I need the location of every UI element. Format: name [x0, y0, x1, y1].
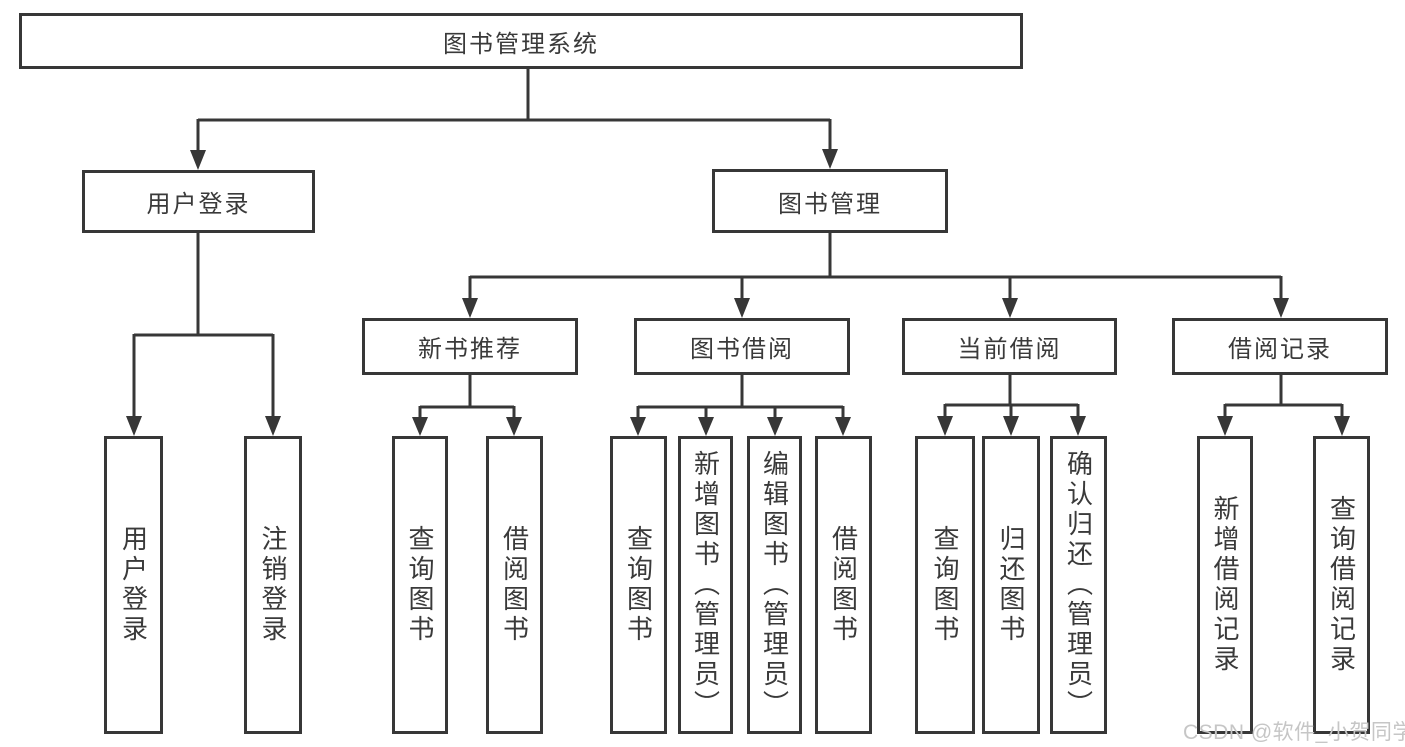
leaf-query-books-current: 查询图书 — [915, 436, 975, 734]
leaf-logout: 注销登录 — [244, 436, 302, 734]
node-new-book-recommend: 新书推荐 — [362, 318, 578, 375]
leaf-edit-books-admin: 编辑图书（管理员） — [747, 436, 802, 734]
csdn-watermark: CSDN @软件_小贺同学 — [1183, 721, 1405, 744]
leaf-return-books: 归还图书 — [982, 436, 1040, 734]
node-user-login: 用户登录 — [82, 170, 315, 233]
leaf-add-borrow-record: 新增借阅记录 — [1197, 436, 1253, 734]
node-book-management: 图书管理 — [712, 169, 948, 233]
node-book-borrow: 图书借阅 — [634, 318, 850, 375]
leaf-borrow-books-recommend: 借阅图书 — [486, 436, 543, 734]
node-root: 图书管理系统 — [19, 13, 1023, 69]
leaf-add-books-admin: 新增图书（管理员） — [678, 436, 733, 734]
node-borrow-records: 借阅记录 — [1172, 318, 1388, 375]
leaf-query-books-recommend: 查询图书 — [392, 436, 448, 734]
leaf-query-books-borrow: 查询图书 — [610, 436, 667, 734]
leaf-borrow-books: 借阅图书 — [815, 436, 872, 734]
node-current-borrow: 当前借阅 — [902, 318, 1117, 375]
leaf-query-borrow-record: 查询借阅记录 — [1313, 436, 1370, 734]
leaf-confirm-return-admin: 确认归还（管理员） — [1050, 436, 1107, 734]
leaf-user-login: 用户登录 — [104, 436, 163, 734]
